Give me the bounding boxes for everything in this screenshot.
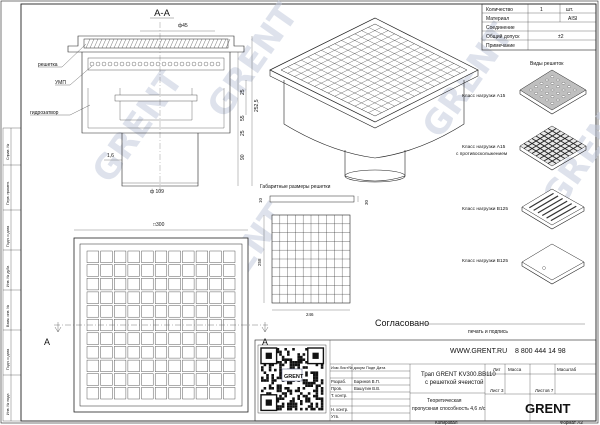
- section-title: А-А: [154, 8, 171, 19]
- callout-grate: решетка: [38, 62, 58, 68]
- brand-logo: GRENT: [525, 401, 571, 416]
- title-block: WWW.GRENT.RU 8 800 444 14 98 Изм Лист№ д…: [254, 339, 597, 425]
- capacity-line2: пропускная способность 4,6 л/с: [412, 406, 486, 412]
- role-4: Н. контр.: [331, 407, 348, 412]
- spec-label-1: Материал: [486, 16, 509, 22]
- grate-label-0: Класс нагрузки А15: [462, 93, 506, 99]
- iso-grate: [280, 23, 468, 117]
- grate-b125-slots: [529, 192, 577, 222]
- iso-grate-cells: [287, 27, 461, 113]
- callout-water-seal: гидрозатвор: [30, 110, 59, 116]
- spec-value-0: 1: [540, 7, 543, 13]
- role-1: Пров.: [331, 386, 342, 391]
- grate-label-1-line1: Класс нагрузки А15: [462, 144, 506, 150]
- grate-hatch: [85, 38, 231, 49]
- sign-hint: печать и подпись: [468, 329, 508, 335]
- section-view: А-А ф45 ф 109 решетка УМП гидрозатвор 25…: [30, 8, 260, 195]
- side-stamp: Справ. № Перв. примен. Подп. и дата Инв.…: [2, 127, 22, 422]
- spec-value-3: ±2: [558, 34, 564, 40]
- spec-table: Количество 1 шт. Материал AISI Соединени…: [481, 3, 597, 51]
- dim-258: 258: [257, 258, 262, 266]
- grate-label-2: Класс нагрузки В125: [462, 206, 508, 212]
- watermark-1: GRENT: [85, 61, 192, 190]
- dim-252-5: 252,5: [254, 99, 260, 112]
- lit-label: Лит: [493, 367, 501, 372]
- grate-profile: [269, 195, 355, 203]
- grate-dimensions: Габаритные размеры решетки 30 10 258 246: [257, 184, 369, 317]
- dim-90: 90: [240, 154, 246, 160]
- phone: 8 800 444 14 98: [515, 348, 566, 355]
- name-1: Вашутин В.В.: [354, 386, 380, 391]
- dim-25-a: 25: [240, 89, 246, 95]
- grate-dims-title: Габаритные размеры решетки: [260, 184, 331, 190]
- water-seal: [87, 88, 225, 129]
- role-0: Разраб.: [331, 379, 346, 384]
- plan-view: □300 А А: [44, 222, 269, 413]
- copied-label: Копировал: [435, 420, 458, 425]
- grate-plan-cells: [272, 215, 350, 303]
- section-marker-right: А: [262, 337, 268, 347]
- section-marker-left: А: [44, 337, 50, 347]
- dim-30: 30: [364, 199, 369, 205]
- grate-views: Виды решеток Класс нагрузки А15 Класс на…: [456, 61, 587, 285]
- side-stamp-label-5: Подп. и дата: [6, 349, 10, 370]
- format-label: Формат А3: [560, 420, 583, 425]
- spec-label-4: Примечание: [486, 43, 515, 49]
- name-0: Баринов В.П.: [354, 379, 380, 384]
- iso-body: [283, 80, 465, 159]
- dim-25-b: 25: [240, 130, 246, 136]
- ump-holes: [89, 61, 221, 67]
- dim-300: □300: [153, 222, 165, 228]
- phi109-label: ф 109: [150, 189, 164, 195]
- dim-55: 55: [240, 115, 246, 121]
- iso-rim-edge: [269, 70, 479, 129]
- role-2: Т. контр.: [331, 393, 347, 398]
- side-stamp-label-0: Справ. №: [6, 144, 10, 160]
- dim-10: 10: [258, 197, 263, 203]
- title-header-row: Изм Лист№ докум Подп Дата: [331, 365, 386, 370]
- product-title-2: с решеткой ячеистой: [425, 379, 484, 386]
- product-title-1: Трап GRENT KV300.BB110: [421, 372, 496, 378]
- phi45-label: ф45: [178, 23, 188, 29]
- side-stamp-label-3: Инв. № дубл.: [6, 265, 10, 287]
- mass-label: Масса: [508, 367, 522, 372]
- dim-246: 246: [306, 312, 314, 317]
- sheet-label: Лист 3: [490, 388, 504, 393]
- spec-label-0: Количество: [486, 7, 513, 13]
- isometric-view: [269, 17, 479, 183]
- spec-value-1: AISI: [568, 16, 577, 22]
- iso-outlet: [344, 150, 406, 182]
- dim-1-6: 1,6: [107, 153, 114, 159]
- plan-grate-cells: [86, 250, 236, 400]
- grate-label-3: Класс нагрузки В125: [462, 258, 508, 264]
- sheets-label: Листов 7: [535, 388, 554, 393]
- side-stamp-label-6: Инв. № подл.: [6, 393, 10, 415]
- grate-views-title: Виды решеток: [530, 61, 564, 67]
- spec-unit-0: шт.: [566, 7, 573, 13]
- drain-flange: [67, 35, 245, 53]
- spec-label-2: Соединение: [486, 25, 515, 31]
- spec-label-3: Общий допуск: [486, 33, 520, 40]
- scale-label: Масштаб: [557, 367, 577, 372]
- grate-label-1-line2: с противоскольжением: [456, 152, 507, 157]
- approval-area: Согласовано печать и подпись: [375, 318, 585, 335]
- agreed-label: Согласовано: [375, 318, 429, 328]
- outlet-pipe: [121, 133, 199, 187]
- grate-b125-solid-icon: [521, 243, 585, 281]
- qr-brand: GRENT: [284, 374, 304, 380]
- site-url: WWW.GRENT.RU: [450, 348, 507, 355]
- capacity-line1: Теоретическая: [427, 398, 462, 404]
- side-stamp-box: [2, 127, 22, 422]
- side-stamp-label-1: Перв. примен.: [6, 181, 10, 205]
- callout-ump: УМП: [55, 80, 66, 86]
- side-stamp-label-2: Подп. и дата: [6, 226, 10, 247]
- grate-a15-holes: [528, 75, 577, 105]
- side-stamp-label-4: Взам. инв. №: [6, 305, 10, 327]
- drain-body: [81, 52, 231, 134]
- grate-a15-antislip-cells: [523, 128, 582, 164]
- role-5: Утв.: [331, 414, 339, 419]
